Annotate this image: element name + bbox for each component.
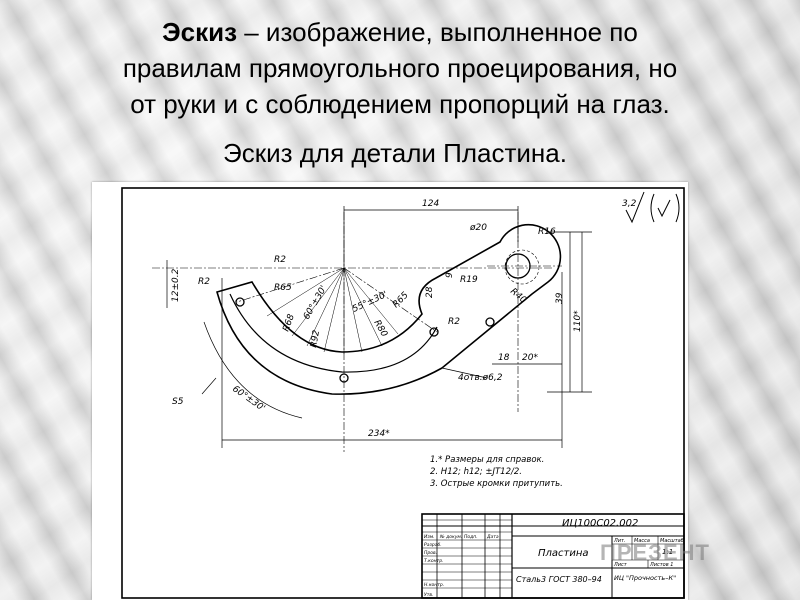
svg-text:3,2: 3,2: [622, 199, 637, 209]
dim-r65b: R65: [391, 290, 411, 310]
scale: 1:1: [662, 548, 673, 556]
doc-code: ИЦ100С02.002: [562, 518, 638, 529]
dim-60deg: 60°±30': [302, 284, 329, 321]
row-label-0: Изм.: [424, 534, 435, 540]
slide-title: Эскиз – изображение, выполненное по прав…: [20, 14, 780, 122]
title-line-1: – изображение, выполненное по: [237, 17, 638, 47]
dim-holes: 4отв.ø6,2: [458, 373, 503, 383]
material: Сталь3 ГОСТ 380–94: [516, 575, 602, 584]
drawing-frame: [121, 187, 685, 599]
title-block-texts: ИЦ100С02.002 Пластина Сталь3 ГОСТ 380–94…: [424, 518, 684, 598]
dim-28: 28: [425, 286, 435, 298]
title-term: Эскиз: [162, 17, 238, 47]
dim-20b: 20*: [522, 353, 538, 363]
part-name: Пластина: [538, 548, 589, 559]
dim-r16: R16: [538, 227, 556, 237]
dim-234: 234*: [368, 429, 390, 439]
sheets-label: Листов 1: [649, 562, 673, 568]
inner-arcs: [229, 293, 438, 373]
holes: [235, 249, 540, 383]
dim-r92: R92: [309, 329, 322, 348]
mass-label: Масса: [634, 538, 650, 544]
dim-18: 18: [498, 353, 510, 363]
center-lines: [152, 212, 562, 452]
title-line-3: от руки и с соблюдением пропорций на гла…: [130, 89, 670, 119]
row-label-4: Н.контр.: [424, 582, 444, 588]
dim-r2-top: R2: [274, 255, 286, 265]
dimension-labels: 124 ø20 R16 R2 R2 12±0.2 R65 R19 9 28 R4…: [171, 199, 583, 439]
dim-s5: S5: [172, 397, 184, 407]
sheet-label: Лист: [613, 562, 628, 568]
dim-9: 9: [445, 272, 455, 278]
title-line-2: правилам прямоугольного проецирования, н…: [122, 53, 678, 83]
dim-60deg-b: 60°±30': [230, 384, 266, 414]
col-label-0: № докум.: [439, 534, 462, 540]
dimension-lines: [166, 206, 592, 448]
roughness-sign: 3,2: [622, 191, 680, 224]
scale-label: Масштаб: [660, 538, 684, 544]
note-2: 2. H12; h12; ±JT12/2.: [430, 467, 522, 477]
dim-r68: R68: [281, 313, 297, 333]
dim-d20: ø20: [469, 223, 487, 233]
drawing-notes: 1.* Размеры для справок. 2. H12; h12; ±J…: [430, 455, 563, 489]
lit-label: Лит.: [613, 538, 626, 544]
note-1: 1.* Размеры для справок.: [430, 455, 544, 465]
slide-subtitle: Эскиз для детали Пластина.: [223, 138, 567, 168]
dim-r2-right: R2: [448, 317, 460, 327]
row-label-1: Разраб.: [424, 542, 442, 548]
row-label-2: Пров.: [424, 550, 437, 556]
watermark: ПРЕЗЕНТ: [600, 540, 710, 565]
dim-55deg: 55°±30': [351, 290, 389, 315]
organization: ИЦ "Прочность–К": [614, 574, 676, 582]
col-label-2: Дата: [486, 534, 499, 540]
row-label-5: Утв.: [424, 592, 433, 598]
dim-12: 12±0.2: [171, 268, 181, 302]
radial-rays: [266, 267, 399, 354]
col-label-1: Подп.: [464, 534, 478, 540]
dim-39: 39: [555, 292, 565, 304]
dim-r80: R80: [371, 319, 389, 340]
part-outline: [216, 223, 562, 395]
dim-124: 124: [422, 199, 439, 209]
technical-drawing: 3,2: [121, 187, 685, 599]
dim-110: 110*: [573, 310, 583, 332]
drawing-sheet: 3,2: [92, 182, 688, 600]
note-3: 3. Острые кромки притупить.: [430, 479, 563, 489]
dim-r2-left: R2: [198, 277, 210, 287]
dim-r19: R19: [460, 275, 478, 285]
dim-r65: R65: [274, 283, 292, 293]
row-label-3: Т.контр.: [424, 558, 444, 564]
title-block: [421, 513, 685, 599]
